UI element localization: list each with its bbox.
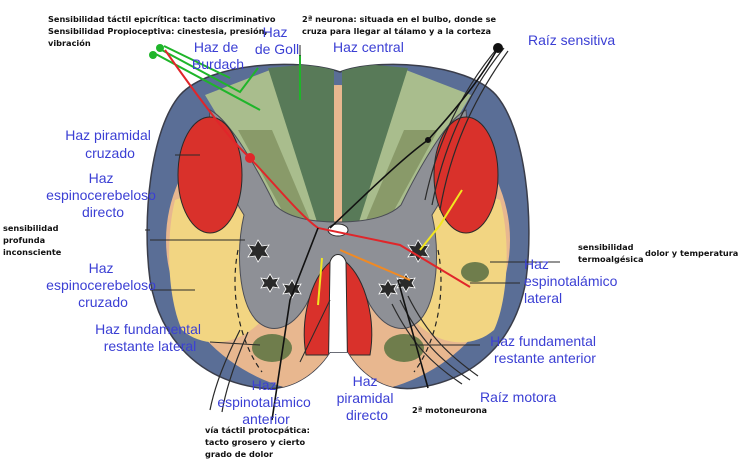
annotation-epicritica: Sensibilidad táctil epicrítica: tacto di… — [48, 14, 278, 48]
red-path-marker — [245, 153, 255, 163]
spinothalamic-anterior-right — [384, 334, 424, 362]
pyramidal-crossed-right — [434, 117, 498, 233]
black-path-marker — [425, 137, 431, 143]
label-piramidal-cruzado: Haz piramidal cruzado — [65, 127, 154, 161]
annotation-profunda: sensibilidad profunda inconsciente — [3, 223, 62, 257]
annotation-motoneurona: 2ª motoneurona — [412, 405, 487, 415]
spinothalamic-anterior-left — [252, 334, 292, 362]
label-central: Haz central — [333, 39, 404, 55]
label-espinotalamico-anterior: Haz espinotalámico anterior — [217, 377, 314, 427]
label-espinocerebeloso-cruzado: Haz espinocerebeloso cruzado — [46, 260, 160, 310]
annotation-termoalgesica: sensibilidad termoalgésica — [578, 242, 643, 264]
spinothalamic-lateral-right — [461, 262, 489, 282]
annotation-segunda-neurona: 2ª neurona: situada en el bulbo, donde s… — [302, 14, 499, 36]
pyramidal-crossed-left — [178, 117, 242, 233]
label-espinocerebeloso-directo: Haz espinocerebeloso directo — [46, 170, 160, 220]
label-raiz-motora: Raíz motora — [480, 389, 556, 405]
annotation-dolor-temp: dolor y temperatura — [645, 248, 738, 258]
annotation-protopatica: vía táctil protocpática: tacto grosero y… — [205, 425, 313, 459]
label-fundamental-lateral: Haz fundamental restante lateral — [95, 321, 205, 354]
label-fundamental-anterior: Haz fundamental restante anterior — [490, 333, 600, 366]
anterior-fissure — [328, 255, 348, 396]
label-burdach: Haz de Burdach — [192, 39, 244, 72]
label-raiz-sensitiva: Raíz sensitiva — [528, 32, 615, 48]
